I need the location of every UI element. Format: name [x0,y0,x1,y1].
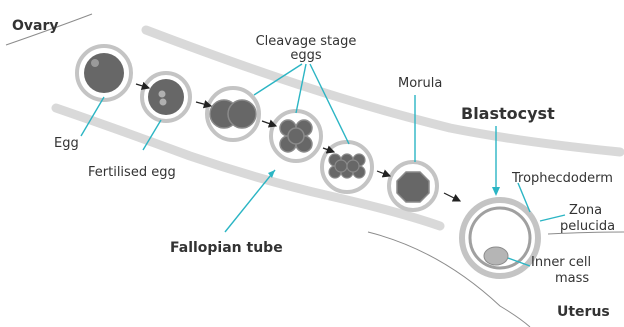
trophectoderm-label: Trophecdoderm [511,171,613,186]
blastocyst-label: Blastocyst [461,104,555,123]
cleavage-egg-multi-cell [322,142,372,192]
uterus-label: Uterus [557,304,610,320]
morula [389,162,437,210]
egg-label: Egg [54,136,79,151]
fallopian-tube-label: Fallopian tube [170,240,283,256]
fertilised-egg [142,73,190,121]
fertilised-egg-label: Fertilised egg [88,165,176,180]
inner-cell-mass-label-line2: mass [555,271,589,286]
cleavage-egg-four-cell [271,111,321,161]
cleavage-label-line1: Cleavage stage [256,34,357,49]
ovary-label: Ovary [12,18,59,34]
morula-label: Morula [398,76,442,91]
zona-pelucida-label-line1: Zona [569,203,602,218]
cleavage-label-line2: eggs [290,48,322,63]
inner-cell-mass-label-line1: Inner cell [531,255,591,270]
blastocyst-pointer-arrowhead [492,187,500,196]
zona-pelucida-label-line2: pelucida [560,219,615,234]
cleavage-egg-two-cell [207,88,259,140]
egg [77,46,131,100]
